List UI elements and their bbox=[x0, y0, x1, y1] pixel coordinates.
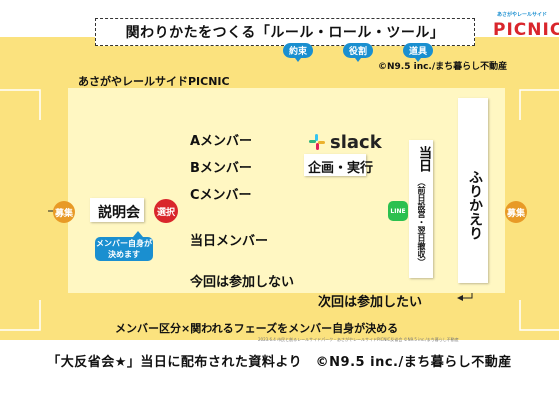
tag-tool: 道具 bbox=[403, 43, 434, 62]
logo-subtitle: あさがやレールサイド bbox=[496, 12, 547, 18]
picnic-logo: あさがやレールサイド PICNIC bbox=[493, 8, 559, 46]
flow-panel bbox=[68, 88, 505, 293]
select-node: 選択 bbox=[154, 199, 178, 223]
member-b-label: Bメンバー bbox=[190, 161, 252, 176]
member-a-label: Aメンバー bbox=[190, 134, 253, 149]
slack-label: slack bbox=[330, 131, 382, 153]
slide-footer: 2023.6.4 市民と創るレールサイドパーク・あさがやレールサイドPICNIC… bbox=[258, 337, 459, 342]
plan-box bbox=[304, 154, 366, 176]
day-member-label: 当日メンバー bbox=[190, 234, 269, 249]
plan-label: 企画・実行 bbox=[308, 161, 374, 176]
page-title: 関わりかたをつくる「ルール・ロール・ツール」 bbox=[125, 25, 445, 41]
exit-recruit-node: 募集 bbox=[505, 201, 527, 223]
logo-title: PICNIC bbox=[493, 20, 559, 40]
briefing-box bbox=[90, 198, 144, 222]
reflect-label: ふりかえり bbox=[467, 170, 483, 240]
slack-logo: slack bbox=[308, 131, 382, 153]
next-join-label: 次回は参加したい bbox=[318, 295, 423, 310]
bottom-caption: メンバー区分×関われるフェーズをメンバー自身が決める bbox=[115, 322, 399, 335]
tag-role: 役割 bbox=[343, 43, 374, 62]
image-caption: 「大反省会★」当日に配布された資料より ©N9.5 inc./まち暮らし不動産 bbox=[47, 355, 512, 370]
copyright-top: ©N9.5 inc./まち暮らし不動産 bbox=[378, 62, 508, 72]
venue-label: あさがやレールサイドPICNIC bbox=[78, 75, 230, 88]
member-c-label: Cメンバー bbox=[190, 188, 252, 203]
day-box bbox=[409, 140, 433, 278]
tag-rule: 約束 bbox=[283, 43, 314, 62]
slack-icon bbox=[309, 134, 325, 150]
not-joining-label: 今回は参加しない bbox=[190, 275, 295, 290]
day-label: 当日 bbox=[416, 146, 431, 172]
title-box: 関わりかたをつくる「ルール・ロール・ツール」 bbox=[95, 18, 475, 46]
line-app-icon: LINE bbox=[388, 201, 408, 221]
briefing-label: 説明会 bbox=[98, 205, 140, 221]
members-decide-bubble: メンバー自身が決めます bbox=[95, 231, 153, 261]
day-detail-label: （前日設営・翌日撤収） bbox=[417, 178, 426, 266]
entry-recruit-node: 募集 bbox=[53, 201, 75, 223]
reflect-box bbox=[458, 98, 488, 283]
